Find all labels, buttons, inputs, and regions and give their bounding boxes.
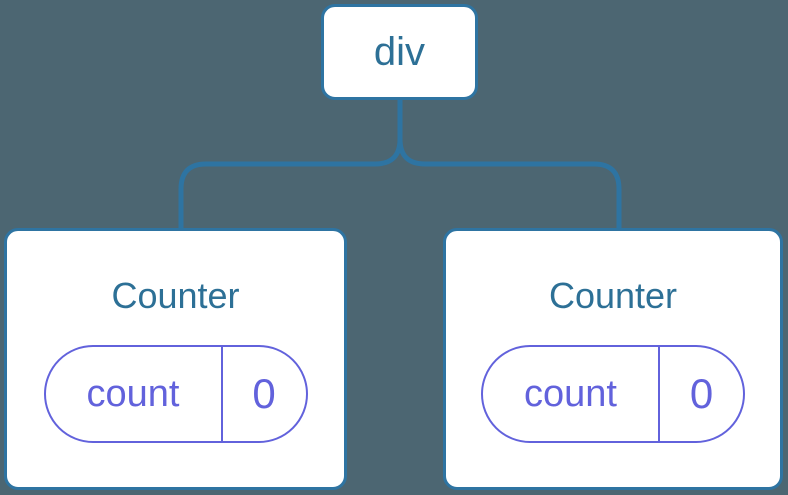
state-value: 0 bbox=[220, 347, 306, 442]
state-value: 0 bbox=[658, 347, 743, 442]
root-node-label: div bbox=[373, 29, 426, 74]
connector-right-branch bbox=[397, 100, 622, 231]
state-key-label: count bbox=[86, 372, 180, 415]
tree-node-root: div bbox=[321, 4, 478, 100]
component-name-label: Counter bbox=[111, 275, 240, 316]
state-key-label: count bbox=[524, 372, 617, 415]
component-name-label: Counter bbox=[548, 275, 678, 316]
tree-node-counter-2: Counter count 0 bbox=[443, 228, 783, 490]
state-badge: count 0 bbox=[43, 345, 308, 444]
tree-node-counter-1: Counter count 0 bbox=[4, 228, 347, 490]
connector-left-branch bbox=[178, 100, 403, 231]
state-badge: count 0 bbox=[481, 345, 745, 444]
